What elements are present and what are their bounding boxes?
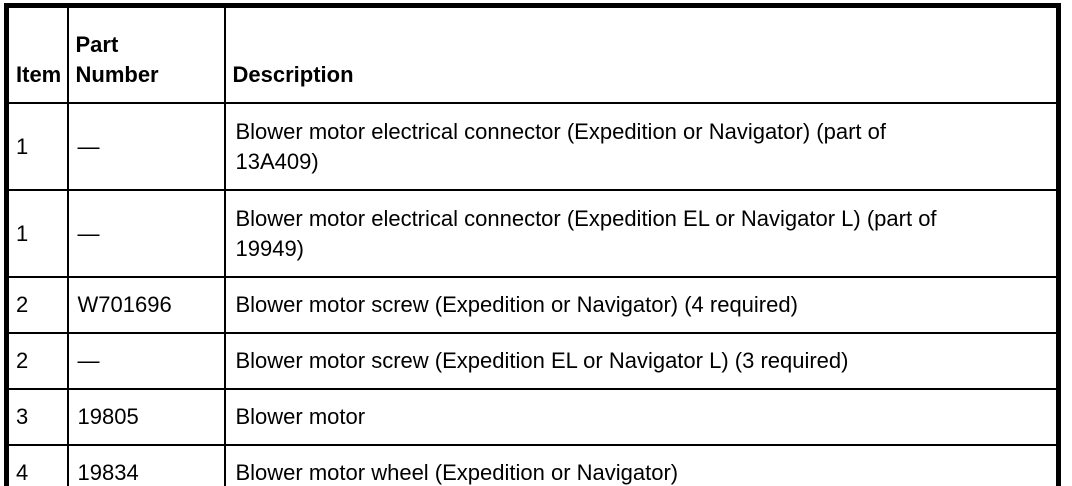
column-header-item-label: Item	[16, 62, 62, 87]
item-cell: 1	[5, 189, 69, 278]
table-row: 4 19834 Blower motor wheel (Expedition o…	[5, 444, 1060, 486]
description-cell: Blower motor electrical connector (Exped…	[223, 102, 1060, 191]
item-cell: 2	[5, 332, 69, 390]
item-cell: 4	[5, 444, 69, 486]
column-header-description-label: Description	[232, 62, 354, 87]
description-cell: Blower motor wheel (Expedition or Naviga…	[223, 444, 1060, 486]
item-cell: 3	[5, 388, 69, 446]
description-cell: Blower motor electrical connector (Exped…	[223, 189, 1060, 278]
item-cell: 2	[5, 276, 69, 334]
column-header-part-number: Part Number	[66, 4, 226, 104]
item-cell: 1	[5, 102, 69, 191]
description-cell: Blower motor screw (Expedition EL or Nav…	[223, 332, 1060, 390]
table-row: 1 — Blower motor electrical connector (E…	[5, 189, 1060, 278]
part-number-cell: W701696	[66, 276, 226, 334]
column-header-description: Description	[223, 4, 1060, 104]
description-cell: Blower motor	[223, 388, 1060, 446]
table-row: 1 — Blower motor electrical connector (E…	[5, 102, 1060, 191]
part-number-cell: 19834	[66, 444, 226, 486]
part-number-cell: —	[66, 102, 226, 191]
table-row: 2 W701696 Blower motor screw (Expedition…	[5, 276, 1060, 334]
header-row: Item Part Number Description	[5, 4, 1060, 104]
description-cell: Blower motor screw (Expedition or Naviga…	[223, 276, 1060, 334]
part-number-cell: —	[66, 189, 226, 278]
parts-table: Item Part Number Description 1 — Blower …	[4, 3, 1061, 486]
table-row: 2 — Blower motor screw (Expedition EL or…	[5, 332, 1060, 390]
column-header-part-number-label: Part Number	[75, 32, 159, 87]
table-row: 3 19805 Blower motor	[5, 388, 1060, 446]
part-number-cell: —	[66, 332, 226, 390]
column-header-item: Item	[5, 4, 69, 104]
part-number-cell: 19805	[66, 388, 226, 446]
